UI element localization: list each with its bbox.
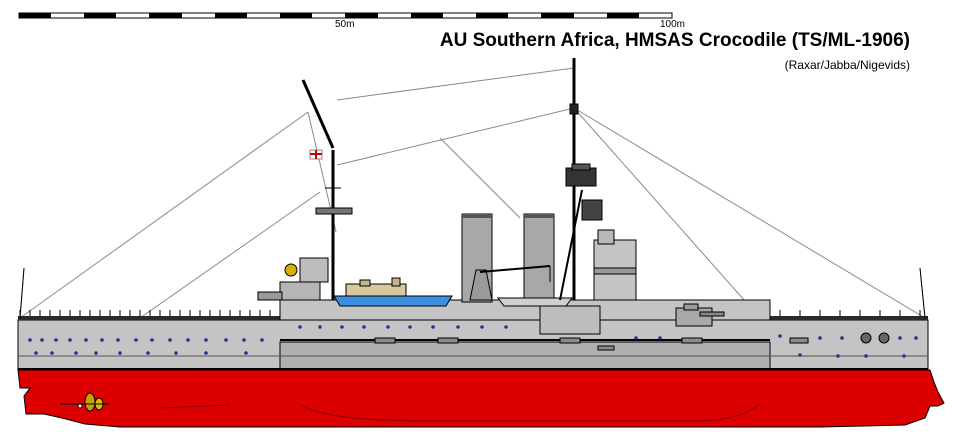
- drawing-credits: (Raxar/Jabba/Nigevids): [784, 58, 910, 72]
- stern-flagstaff: [19, 267, 25, 319]
- main-mast: [301, 79, 353, 300]
- drawing-title: AU Southern Africa, HMSAS Crocodile (TS/…: [439, 30, 910, 51]
- secondary-guns: [374, 337, 809, 351]
- aft-superstructure: [257, 257, 329, 301]
- naval-ensign: [309, 149, 323, 160]
- jack-staff: [919, 267, 926, 319]
- propeller: [60, 392, 110, 412]
- scale-end-label: 100m: [660, 19, 686, 30]
- scale-mid-label: 50m: [335, 19, 355, 30]
- hull-underwater: [17, 369, 945, 428]
- fore-mast: [559, 58, 603, 301]
- bridge-tower: [593, 229, 637, 301]
- portholes: [28, 325, 918, 358]
- deck-rail-posts: [19, 310, 921, 316]
- forward-turret: [675, 303, 725, 327]
- scale-bar: [18, 12, 673, 19]
- anchor-hawse: [860, 332, 890, 344]
- ships-boats: [333, 277, 573, 307]
- boat-crane: [469, 265, 551, 301]
